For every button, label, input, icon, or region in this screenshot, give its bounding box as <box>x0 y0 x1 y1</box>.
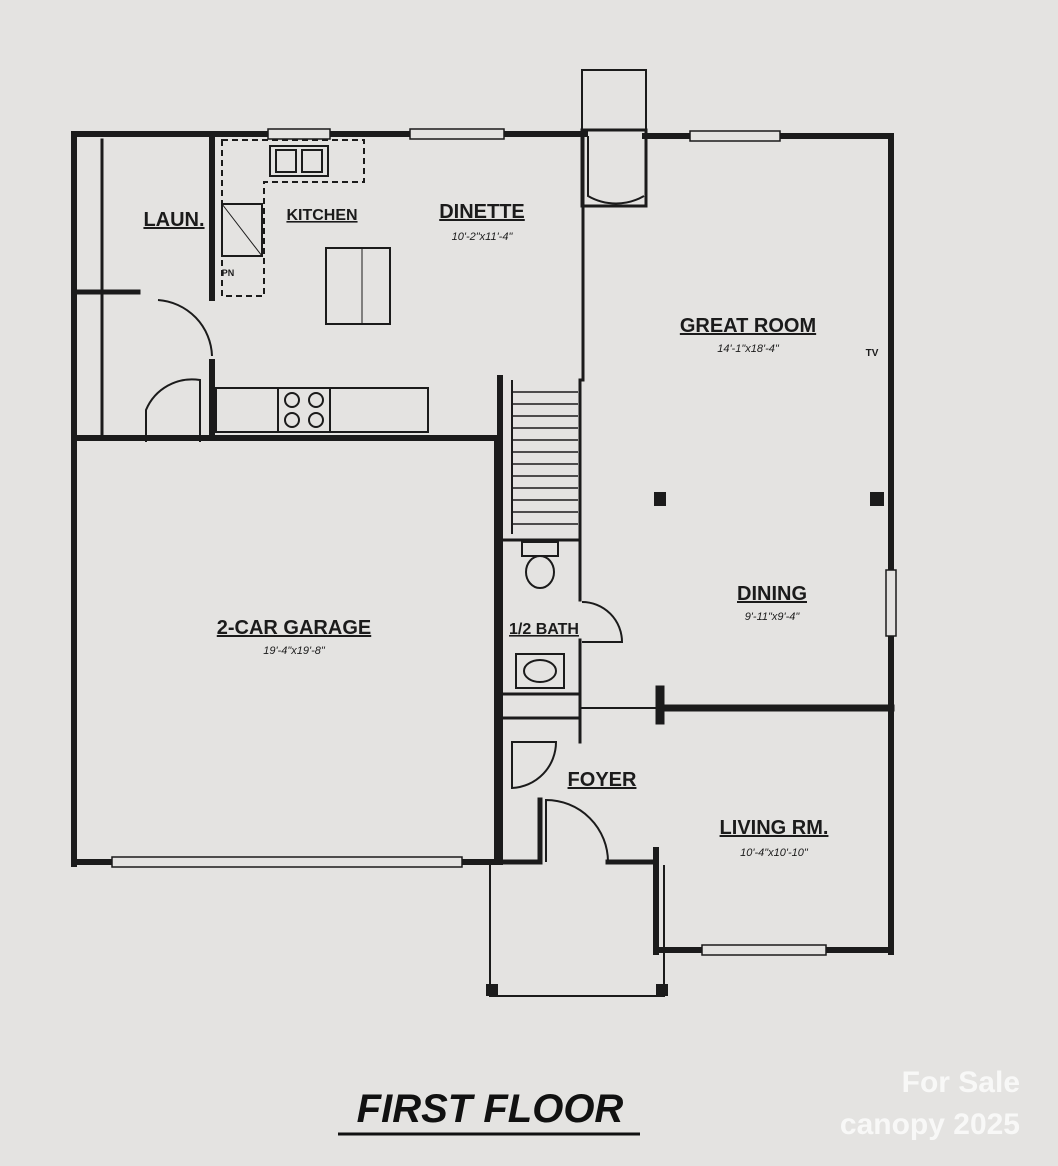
burner-1 <box>284 392 300 408</box>
windows <box>111 128 897 956</box>
upper-counter <box>221 139 365 297</box>
closet-door <box>511 741 558 790</box>
half-bath-label: 1/2 BATH <box>509 621 579 638</box>
sink-bowl-right <box>301 149 323 173</box>
window-kitchen <box>267 128 331 140</box>
rear-door-box <box>580 128 648 208</box>
laundry-label: LAUN. <box>143 209 204 231</box>
dining-label: DINING <box>737 583 807 605</box>
laundry-door-swing <box>157 299 213 357</box>
column-right <box>870 492 884 506</box>
bath-sink <box>523 659 557 683</box>
refrigerator <box>221 203 263 257</box>
dinette-label: DINETTE <box>439 201 525 223</box>
great-room-label: GREAT ROOM <box>680 315 816 337</box>
entry-door-top <box>580 69 648 208</box>
toilet-bowl <box>525 555 555 589</box>
toilet-tank <box>521 541 559 557</box>
watermark: For Sale canopy 2025 <box>840 1066 1020 1141</box>
pantry-label: PN <box>222 268 235 278</box>
burner-3 <box>284 412 300 428</box>
room-labels: LAUN. KITCHEN DINETTE 10'-2"x11'-4" GREA… <box>143 201 878 859</box>
garage-label: 2-CAR GARAGE <box>217 617 371 639</box>
window-dining <box>885 569 897 637</box>
sink-bowl-left <box>275 149 297 173</box>
burner-4 <box>308 412 324 428</box>
doors <box>145 299 624 863</box>
lower-counter <box>215 387 429 433</box>
garage-entry-door <box>145 378 201 442</box>
page-title: FIRST FLOOR <box>357 1087 624 1131</box>
window-dinette <box>409 128 505 140</box>
stairs <box>511 380 578 534</box>
kitchen-fixtures <box>215 139 429 433</box>
island <box>325 247 391 325</box>
column-left <box>654 492 666 506</box>
window-great-room <box>689 130 781 142</box>
dinette-dims: 10'-2"x11'-4" <box>452 231 514 243</box>
vanity <box>515 653 565 689</box>
great-room-dims: 14'-1"x18'-4" <box>717 343 780 355</box>
porch-post-right <box>656 984 668 996</box>
dining-dims: 9'-11"x9'-4" <box>745 611 801 623</box>
chimney-box <box>581 69 647 131</box>
kitchen-label: KITCHEN <box>286 207 357 224</box>
watermark-line1: For Sale <box>902 1066 1020 1099</box>
range <box>277 387 331 433</box>
fridge-diag <box>221 203 263 257</box>
watermark-line2: canopy 2025 <box>840 1108 1020 1141</box>
porch-post-left <box>486 984 498 996</box>
front-door <box>545 798 609 863</box>
living-label: LIVING RM. <box>720 817 829 839</box>
tv-label: TV <box>866 348 879 359</box>
bath-door <box>581 601 624 643</box>
bath-fixtures <box>515 541 565 689</box>
porch-posts <box>486 492 884 996</box>
garage-dims: 19'-4"x19'-8" <box>263 645 326 657</box>
sink <box>269 145 329 177</box>
window-living <box>701 944 827 956</box>
burner-2 <box>308 392 324 408</box>
foyer-label: FOYER <box>568 769 637 791</box>
living-dims: 10'-4"x10'-10" <box>740 847 809 859</box>
rear-door-swing <box>587 136 645 205</box>
garage-door <box>111 856 463 868</box>
